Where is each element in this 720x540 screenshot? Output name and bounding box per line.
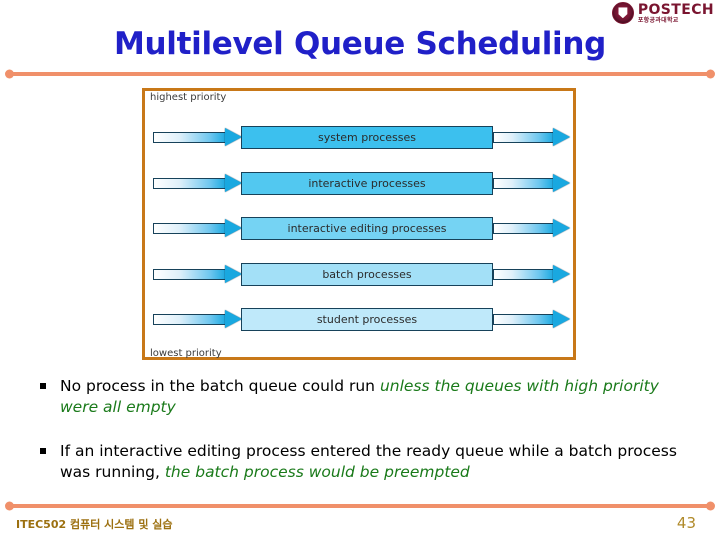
multilevel-queue-diagram: highest priority system processes intera… — [142, 88, 576, 360]
arrow-right-icon — [153, 310, 242, 329]
queue-box-interactive[interactable]: interactive processes — [241, 171, 493, 195]
postech-logo: POSTECH 포항공과대학교 — [611, 2, 714, 24]
queue-row: batch processes — [145, 252, 573, 298]
arrow-right-icon — [153, 173, 242, 192]
queue-row: system processes — [145, 115, 573, 161]
logo-text-block: POSTECH 포항공과대학교 — [638, 3, 714, 24]
arrow-right-icon — [493, 264, 570, 283]
queue-row: interactive editing processes — [145, 206, 573, 252]
lowest-priority-label: lowest priority — [150, 348, 222, 359]
divider-bottom — [8, 504, 712, 508]
bullet-item: No process in the batch queue could run … — [36, 376, 700, 419]
bullet-list: No process in the batch queue could run … — [36, 376, 700, 506]
queue-row: student processes — [145, 297, 573, 343]
queue-box-interactive-editing[interactable]: interactive editing processes — [241, 217, 493, 241]
arrow-right-icon — [493, 310, 570, 329]
logo-subtitle: 포항공과대학교 — [637, 17, 679, 24]
queue-box-system[interactable]: system processes — [241, 126, 493, 150]
queue-box-batch[interactable]: batch processes — [241, 262, 493, 286]
bullet-text-plain: If an interactive editing process entere… — [60, 441, 677, 482]
bullet-item: If an interactive editing process entere… — [36, 441, 700, 484]
square-bullet-icon — [40, 447, 46, 454]
logo-name: POSTECH — [637, 1, 714, 18]
arrow-right-icon — [153, 219, 242, 238]
queue-rows: system processes interactive processes — [145, 115, 573, 343]
arrow-right-icon — [493, 219, 570, 238]
bullet-text-emphasis: unless the queues with high priority wer… — [60, 377, 659, 417]
queue-box-student[interactable]: student processes — [241, 308, 493, 332]
arrow-right-icon — [493, 173, 570, 192]
square-bullet-icon — [40, 383, 46, 389]
arrow-right-icon — [493, 128, 570, 147]
arrow-right-icon — [153, 264, 242, 283]
highest-priority-label: highest priority — [150, 92, 227, 103]
page-number: 43 — [676, 514, 696, 532]
bullet-text-plain: No process in the batch queue could run — [60, 377, 380, 395]
queue-row: interactive processes — [145, 161, 573, 207]
page-title: Multilevel Queue Scheduling — [113, 26, 607, 62]
arrow-right-icon — [153, 128, 242, 147]
bullet-text-emphasis: the batch process would be preempted — [164, 463, 470, 482]
divider-top — [8, 72, 712, 76]
postech-crest-icon — [611, 2, 634, 24]
footer-course-label: ITEC502 컴퓨터 시스템 및 실습 — [16, 518, 173, 531]
